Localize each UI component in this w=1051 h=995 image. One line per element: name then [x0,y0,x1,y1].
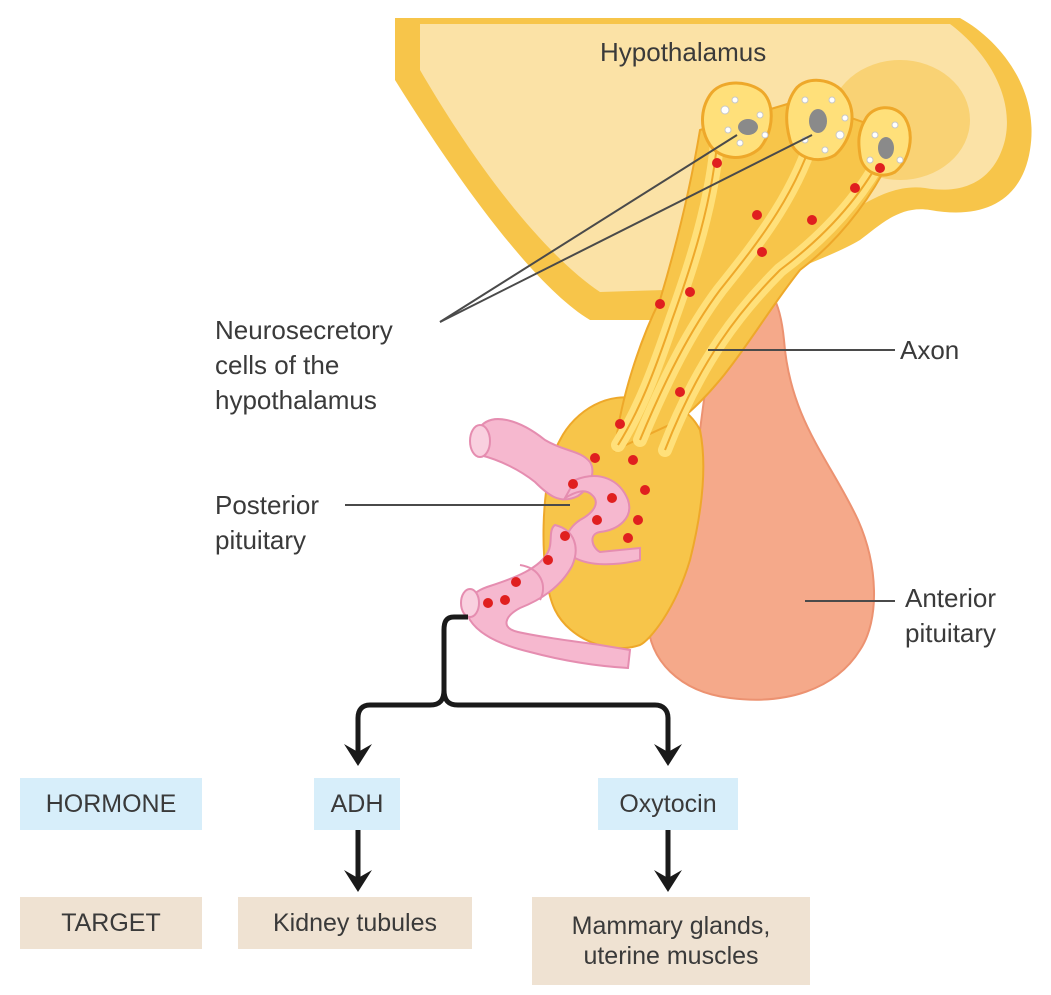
target-header-text: TARGET [61,908,161,938]
neurosecretory-label-line2: cells of the [215,350,339,381]
axon-label: Axon [900,335,959,366]
hormone-adh-text: ADH [331,789,384,819]
target-header: TARGET [20,897,202,949]
hypothalamus-label: Hypothalamus [600,37,766,68]
neurosecretory-label-line3: hypothalamus [215,385,377,416]
target-kidney-text: Kidney tubules [273,908,437,938]
posterior-pituitary-label-line1: Posterior [215,490,319,521]
anterior-pituitary-label-line1: Anterior [905,583,996,614]
target-kidney-box: Kidney tubules [238,897,472,949]
target-mammary-box: Mammary glands, uterine muscles [532,897,810,985]
posterior-pituitary-label-line2: pituitary [215,525,306,556]
hormone-oxytocin-box: Oxytocin [598,778,738,830]
hormone-header: HORMONE [20,778,202,830]
hormone-oxytocin-text: Oxytocin [619,789,716,819]
neurosecretory-label-line1: Neurosecretory [215,315,393,346]
target-mammary-line2: uterine muscles [583,941,758,971]
hormone-adh-box: ADH [314,778,400,830]
anterior-pituitary-label-line2: pituitary [905,618,996,649]
target-mammary-line1: Mammary glands, [572,911,771,941]
hormone-header-text: HORMONE [46,789,177,819]
